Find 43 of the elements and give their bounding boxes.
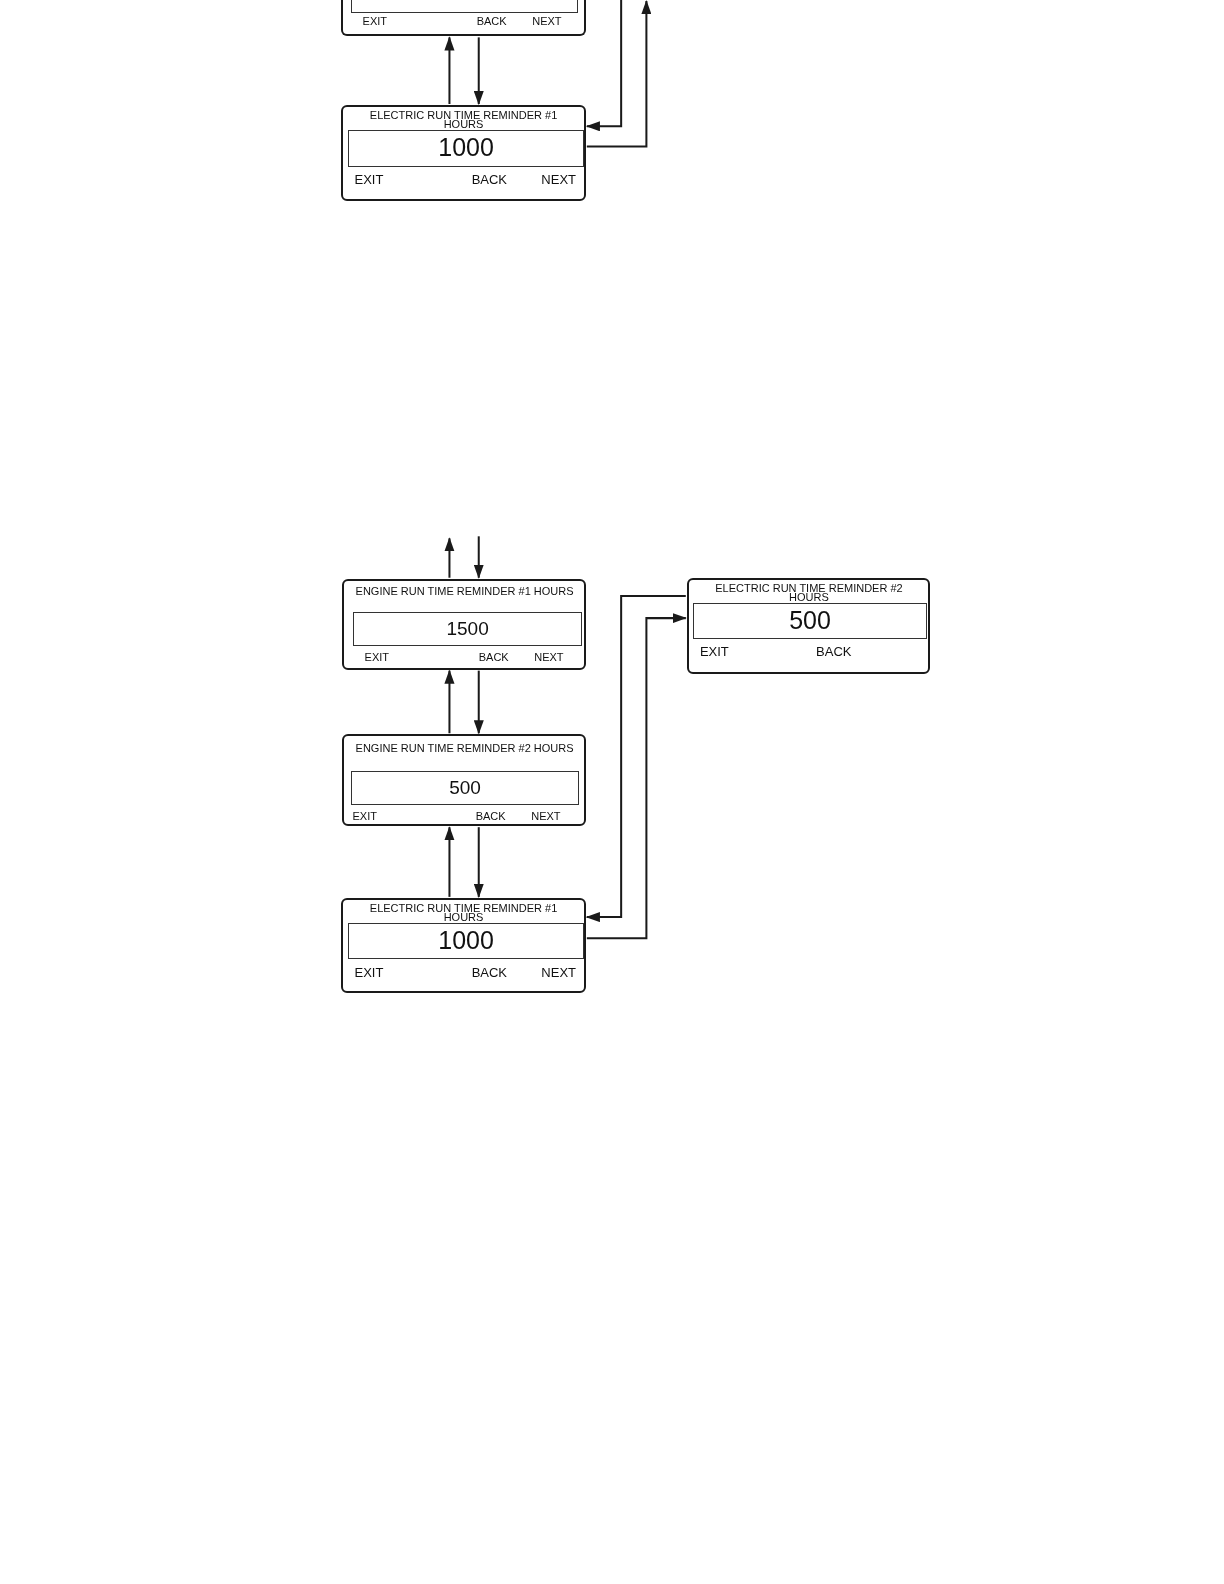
softkey-label: BACK bbox=[471, 964, 508, 980]
display-field: 1000 bbox=[348, 923, 584, 960]
softkey-label: NEXT bbox=[531, 810, 561, 822]
display-screen bbox=[341, 105, 586, 201]
softkey-label: NEXT bbox=[534, 651, 564, 664]
arrow bbox=[473, 536, 484, 579]
display-screen bbox=[341, 0, 586, 37]
display-screen bbox=[341, 897, 586, 993]
screen-title: ELECTRIC RUN TIME REMINDER #1 HOURS bbox=[368, 111, 559, 130]
screen-title: ENGINE RUN TIME REMINDER #1 HOURS bbox=[354, 584, 575, 598]
softkey-label: EXIT bbox=[354, 964, 384, 980]
softkey-label: EXIT bbox=[364, 651, 389, 664]
softkey-label: NEXT bbox=[532, 15, 562, 28]
softkey-label: EXIT bbox=[362, 15, 387, 28]
screen-title: ENGINE RUN TIME REMINDER #2 HOURS bbox=[354, 742, 575, 756]
arrow bbox=[473, 37, 484, 106]
softkey-label: EXIT bbox=[354, 171, 384, 187]
display-screen bbox=[342, 578, 586, 670]
softkey-label: NEXT bbox=[541, 171, 576, 187]
softkey-label: BACK bbox=[816, 644, 852, 660]
arrow bbox=[444, 669, 455, 734]
arrow bbox=[586, 0, 652, 148]
display-field: 1000 bbox=[348, 130, 584, 167]
display-screen bbox=[342, 734, 586, 827]
softkey-label: BACK bbox=[476, 15, 507, 28]
softkey-label: BACK bbox=[471, 171, 508, 187]
softkey-label: EXIT bbox=[699, 644, 729, 660]
arrow bbox=[444, 537, 455, 578]
softkey-label: BACK bbox=[475, 810, 506, 822]
screen-title: ELECTRIC RUN TIME REMINDER #2 HOURS bbox=[714, 583, 904, 602]
arrow bbox=[473, 827, 484, 898]
arrow bbox=[444, 36, 455, 105]
display-field: 500 bbox=[692, 602, 928, 640]
arrow bbox=[444, 826, 455, 897]
display-screen bbox=[686, 577, 931, 674]
screen-title: ELECTRIC RUN TIME REMINDER #1 HOURS bbox=[368, 903, 559, 922]
softkey-label: EXIT bbox=[352, 810, 377, 822]
display-field: 1500 bbox=[353, 612, 582, 647]
arrow bbox=[585, 0, 623, 132]
softkey-label: BACK bbox=[478, 651, 509, 664]
softkey-label: NEXT bbox=[541, 964, 576, 980]
display-field: 500 bbox=[351, 770, 579, 805]
arrow bbox=[473, 670, 484, 735]
